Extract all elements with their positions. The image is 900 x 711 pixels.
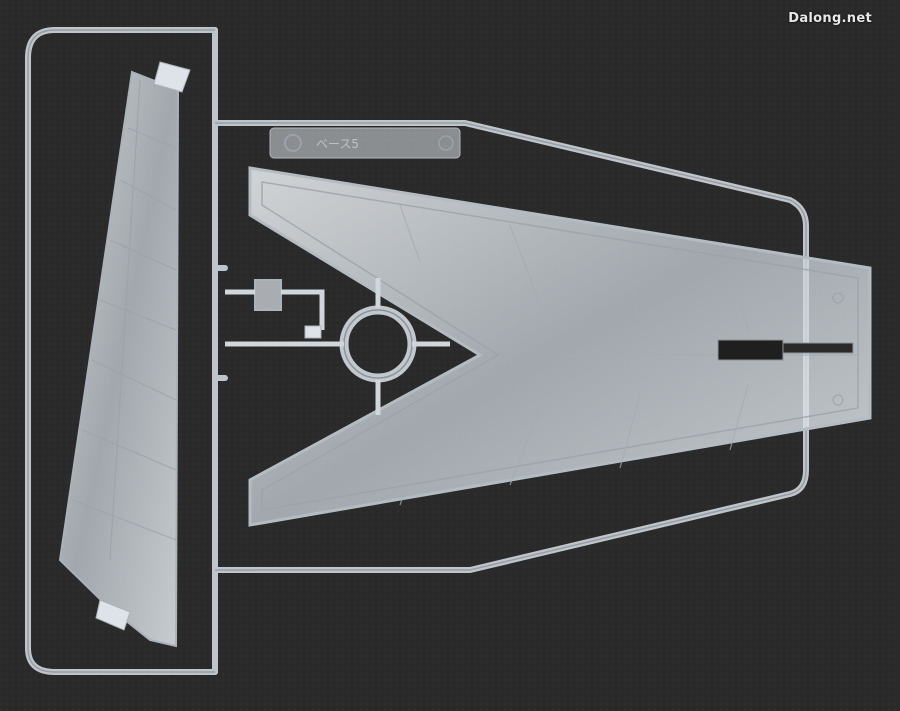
ring-part xyxy=(225,278,450,415)
sprue-name-tag: ベース5 xyxy=(269,127,461,159)
sprue-label: ベース5 xyxy=(316,137,359,151)
left-triangle-panel xyxy=(58,61,191,648)
small-connector-part xyxy=(225,279,325,339)
site-watermark: Dalong.net xyxy=(788,11,872,26)
base-panel xyxy=(248,166,872,527)
